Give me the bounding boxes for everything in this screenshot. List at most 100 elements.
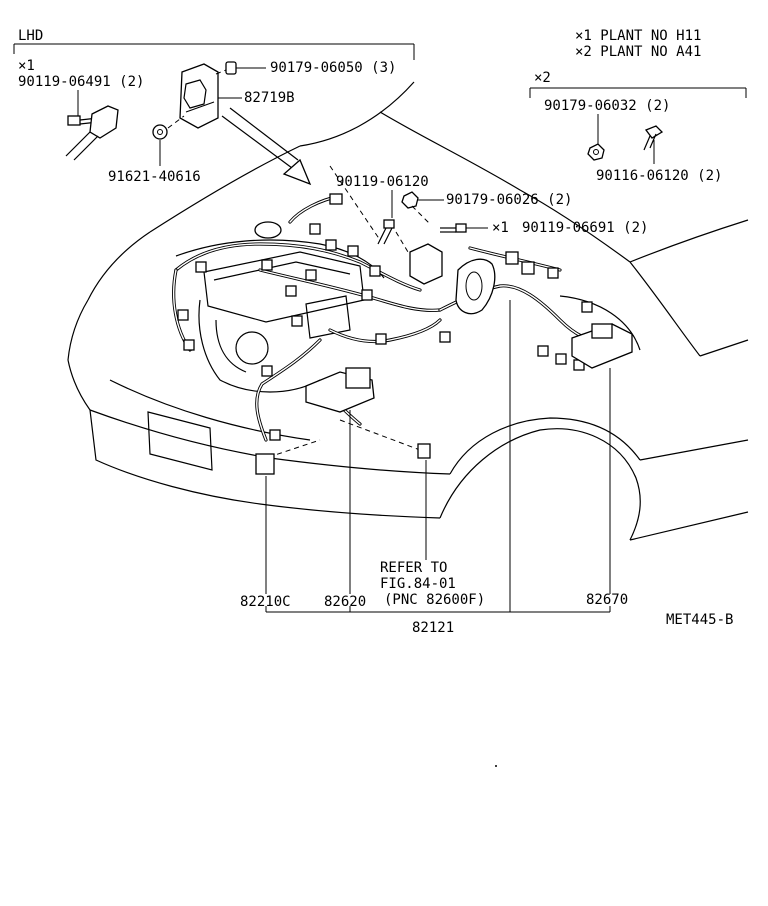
nose-edge bbox=[67, 299, 89, 361]
rocker-line bbox=[639, 439, 749, 461]
label-90119-06491: 90119-06491 (2) bbox=[18, 74, 144, 90]
connector-icon bbox=[291, 315, 303, 327]
lhd-marker: ×1 bbox=[18, 58, 35, 74]
connector-icon bbox=[325, 239, 337, 251]
marker-plant-h11: ×1 bbox=[492, 220, 509, 236]
label-90116-06120: 90116-06120 (2) bbox=[596, 168, 722, 184]
bolt-icon bbox=[377, 219, 395, 245]
lower-body-line bbox=[629, 511, 749, 541]
pulley-outline bbox=[215, 319, 247, 373]
connector-82210c-icon bbox=[255, 453, 275, 475]
scan-dot bbox=[495, 765, 497, 767]
connector-icon bbox=[505, 251, 519, 265]
engine-top-outline bbox=[175, 239, 385, 279]
connector-icon bbox=[269, 429, 281, 441]
note-plant-h11: ×1 PLANT NO H11 bbox=[575, 28, 701, 44]
label-82719b: 82719B bbox=[244, 90, 295, 106]
dash-nut-ecu bbox=[215, 69, 227, 75]
module-82620-connector bbox=[345, 367, 371, 389]
connector-icon bbox=[521, 261, 535, 275]
bolt-icon bbox=[643, 125, 664, 151]
label-82121: 82121 bbox=[412, 620, 454, 636]
connector-icon bbox=[361, 289, 373, 301]
box2-marker: ×2 bbox=[534, 70, 551, 86]
refer-line-1: REFER TO bbox=[380, 560, 447, 576]
head-ridge bbox=[213, 261, 351, 281]
hood-rear-edge bbox=[149, 145, 301, 233]
lhd-callout: LHD ×1 90119-06491 (2) 90179-06050 (3) 8… bbox=[13, 28, 415, 186]
fender-line bbox=[629, 261, 701, 357]
body-side-line bbox=[699, 339, 749, 357]
connector-icon bbox=[369, 265, 381, 277]
engine-block bbox=[175, 221, 385, 393]
refer-line-3: (PNC 82600F) bbox=[384, 592, 485, 608]
label-90119-06691: 90119-06691 (2) bbox=[522, 220, 648, 236]
label-90179-06050: 90179-06050 (3) bbox=[270, 60, 396, 76]
connector-icon bbox=[347, 245, 359, 257]
connector-icon bbox=[537, 345, 549, 357]
bracket-icon bbox=[89, 105, 119, 139]
connector-icon bbox=[261, 365, 273, 377]
clip-icon bbox=[152, 124, 168, 140]
grille-line bbox=[109, 379, 311, 441]
connector-icon bbox=[183, 339, 195, 351]
label-90179-06026: 90179-06026 (2) bbox=[446, 192, 572, 208]
connector-icon bbox=[547, 267, 559, 279]
connector-icon bbox=[305, 269, 317, 281]
engine-front-outline bbox=[198, 299, 321, 393]
relay-82670-top bbox=[591, 323, 613, 339]
relay-block-icon bbox=[409, 243, 443, 285]
cylinder-head bbox=[203, 251, 365, 323]
connector-icon bbox=[195, 261, 207, 273]
dash-nut-bracket bbox=[411, 205, 431, 225]
label-82620: 82620 bbox=[324, 594, 366, 610]
wheel-arch bbox=[439, 428, 641, 541]
bumper-line bbox=[67, 359, 441, 519]
strut-tower bbox=[559, 295, 641, 351]
grommet-hole bbox=[465, 271, 483, 301]
nut-icon bbox=[401, 191, 419, 209]
license-plate-recess bbox=[147, 411, 213, 471]
fender-top-right bbox=[629, 219, 749, 263]
connector-icon bbox=[261, 259, 273, 271]
dash-ref-2 bbox=[339, 419, 421, 451]
nut-icon bbox=[587, 143, 605, 161]
intake-body bbox=[305, 295, 351, 339]
vehicle-front-body bbox=[67, 81, 749, 541]
connector-icon bbox=[439, 331, 451, 343]
plant-a41-callout: ×2 90179-06032 (2) 90116-06120 (2) bbox=[529, 70, 747, 184]
refer-line-2: FIG.84-01 bbox=[380, 576, 456, 592]
oil-cap-icon bbox=[254, 221, 282, 239]
wheel-arch-inner bbox=[449, 417, 641, 475]
dash-clip-ecu bbox=[167, 115, 185, 129]
connector-icon bbox=[309, 223, 321, 235]
note-plant-a41: ×2 PLANT NO A41 bbox=[575, 44, 701, 60]
figure-code: MET445-B bbox=[666, 612, 733, 628]
label-82210c: 82210C bbox=[240, 594, 291, 610]
ecu-module-icon bbox=[179, 63, 219, 129]
location-arrow-icon bbox=[221, 107, 312, 186]
dash-ref-1 bbox=[329, 165, 381, 241]
label-82670: 82670 bbox=[586, 592, 628, 608]
connector-82600f-icon bbox=[417, 443, 431, 459]
grommet-icon bbox=[455, 258, 496, 315]
nut-icon bbox=[225, 61, 237, 75]
dash-bolt-relay bbox=[395, 231, 409, 253]
lhd-title: LHD bbox=[18, 28, 43, 44]
label-90179-06032: 90179-06032 (2) bbox=[544, 98, 670, 114]
cowl-line bbox=[379, 111, 631, 263]
connector-icon bbox=[375, 333, 387, 345]
harness-connectors bbox=[177, 191, 633, 475]
label-91621-40616: 91621-40616 bbox=[108, 169, 201, 185]
windshield-edge bbox=[299, 81, 415, 147]
bottom-leaders bbox=[265, 300, 611, 613]
label-90119-06120: 90119-06120 bbox=[336, 174, 429, 190]
connector-icon bbox=[329, 193, 343, 205]
bolt-icon bbox=[440, 223, 467, 233]
connector-icon bbox=[555, 353, 567, 365]
connector-icon bbox=[177, 309, 189, 321]
bracket-wire-2 bbox=[73, 135, 99, 161]
bracket-wire bbox=[65, 131, 91, 157]
pulley-icon bbox=[235, 331, 269, 365]
connector-icon bbox=[285, 285, 297, 297]
